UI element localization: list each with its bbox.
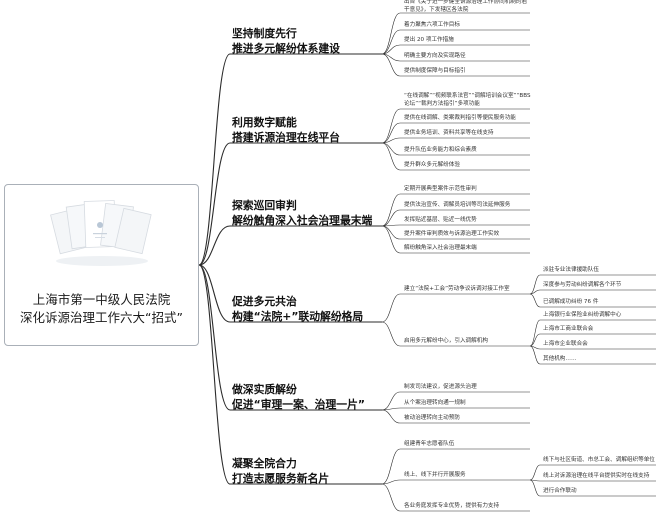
documents-illustration-icon — [50, 200, 152, 266]
branch-multi-governance: 促进多元共治 构建“法院+”联动解纷格局 — [232, 294, 380, 324]
branch-title-line1: 坚持制度先行 — [232, 27, 297, 40]
leaf-item: 提供制度保障与目标指引 — [404, 68, 466, 74]
leaf-item: 提升案件审判质效与诉源治理工作实效 — [404, 231, 500, 237]
subleaf-item: 深度参与劳动纠纷调解各个环节 — [543, 282, 622, 288]
leaf-item: 建立“法院+工会”劳动争议诉调对接工作室 — [404, 286, 510, 292]
subleaf-item: 其他机构…… — [543, 356, 577, 362]
connector-root-b1 — [198, 53, 231, 266]
leaf-item: 发挥贴近基层、贴近一线优势 — [404, 217, 477, 223]
branch-title-line1: 探索巡回审判 — [232, 199, 297, 212]
branch-title-line1: 利用数字赋能 — [232, 116, 297, 129]
leaf-item: 从个案治理转向通一规制 — [404, 400, 466, 406]
leaf-item: 解纷触角深入社会治理最末端 — [404, 245, 477, 251]
leaf-item: 提供在线调解、类案裁判指引等便民服务功能 — [404, 115, 516, 121]
branch-title-line2: 打造志愿服务新名片 — [232, 472, 330, 485]
branch-title-line1: 凝聚全院合力 — [232, 457, 297, 470]
leaf-item: 线上、线下并行开展服务 — [404, 472, 466, 478]
leaf-item: 提出 20 项工作措施 — [404, 37, 454, 43]
leaf-item: 明确主要方向及实现路径 — [404, 53, 466, 59]
leaf-item: 被动治理转向主动预防 — [404, 415, 460, 421]
branch-institution-first: 坚持制度先行 推进多元解纷体系建设 — [232, 26, 380, 56]
leaf-item: 制发司法建议，促进源头治理 — [404, 384, 477, 390]
connector-root-b2 — [198, 142, 231, 266]
branch-title-line1: 促进多元共治 — [232, 295, 297, 308]
subleaf-item: 已调解成功纠纷 76 件 — [543, 299, 599, 305]
leaf-item: 提升群众多元解纷体验 — [404, 162, 460, 168]
leaf-item: 提升队伍业务能力和综合素质 — [404, 147, 477, 153]
connector-root-b5 — [198, 264, 231, 411]
root-title-line1: 上海市第一中级人民法院 — [32, 292, 171, 307]
leaf-item: 启用多元解纷中心，引入调解机构 — [404, 338, 488, 344]
subleaf-item: 上海市工商业联合会 — [543, 326, 594, 332]
branch-title-line1: 做深实质解纷 — [232, 383, 297, 396]
root-node: 上海市第一中级人民法院 深化诉源治理工作六大“招式” — [4, 184, 199, 346]
subleaf-item: 进行合作联动 — [543, 488, 577, 494]
subleaf-item: 线上对诉源治理在线平台提供实时在线支持 — [543, 473, 650, 479]
leaf-item: “在线调解”“视频联系法官”“调解培训会议室”“BBS 论坛”“裁判方法指引”多… — [404, 93, 531, 107]
connector-root-b3 — [198, 225, 231, 266]
leaf-item: 出台《关于进一步健全诉源治理工作协同机制的若干意见》，下发辖区各法院 — [404, 0, 528, 13]
subleaf-item: 上海银行业保险业纠纷调解中心 — [543, 312, 622, 318]
connector-root-b4 — [198, 264, 231, 323]
connector-root-b6 — [198, 264, 231, 485]
subleaf-item: 线下与社区街道、市总工会、调解组织等单位 — [543, 457, 655, 463]
branch-title-line2: 解纷触角深入社会治理最末端 — [232, 214, 373, 227]
branch-title-line2: 搭建诉源治理在线平台 — [232, 131, 340, 144]
branch-title-line2: 构建“法院+”联动解纷格局 — [232, 310, 364, 323]
subleaf-item: 派驻专业法律援助队伍 — [543, 267, 599, 273]
leaf-item: 提供法治宣传、调解员培训等司法延伸服务 — [404, 202, 511, 208]
branch-circuit-trial: 探索巡回审判 解纷触角深入社会治理最末端 — [232, 198, 380, 228]
branch-volunteer-service: 凝聚全院合力 打造志愿服务新名片 — [232, 456, 380, 486]
branch-title-line2: 促进“审理一案、治理一片” — [232, 398, 365, 411]
branch-title-line2: 推进多元解纷体系建设 — [232, 42, 340, 55]
leaf-item: 组建青年志愿者队伍 — [404, 441, 455, 447]
subleaf-item: 上海市企业联合会 — [543, 341, 588, 347]
leaf-item: 各业务庭发挥专业优势，提供有力支持 — [404, 503, 500, 509]
root-title-line2: 深化诉源治理工作六大“招式” — [20, 310, 183, 325]
leaf-item: 提供业务培训、资料共享等在线支持 — [404, 130, 494, 136]
leaf-item: 定期开展典型案件示范性审判 — [404, 186, 477, 192]
branch-substantive-resolution: 做深实质解纷 促进“审理一案、治理一片” — [232, 382, 380, 412]
branch-digital-empowerment: 利用数字赋能 搭建诉源治理在线平台 — [232, 115, 380, 145]
root-title: 上海市第一中级人民法院 深化诉源治理工作六大“招式” — [5, 291, 198, 327]
leaf-item: 着力聚焦六项工作目标 — [404, 22, 460, 28]
